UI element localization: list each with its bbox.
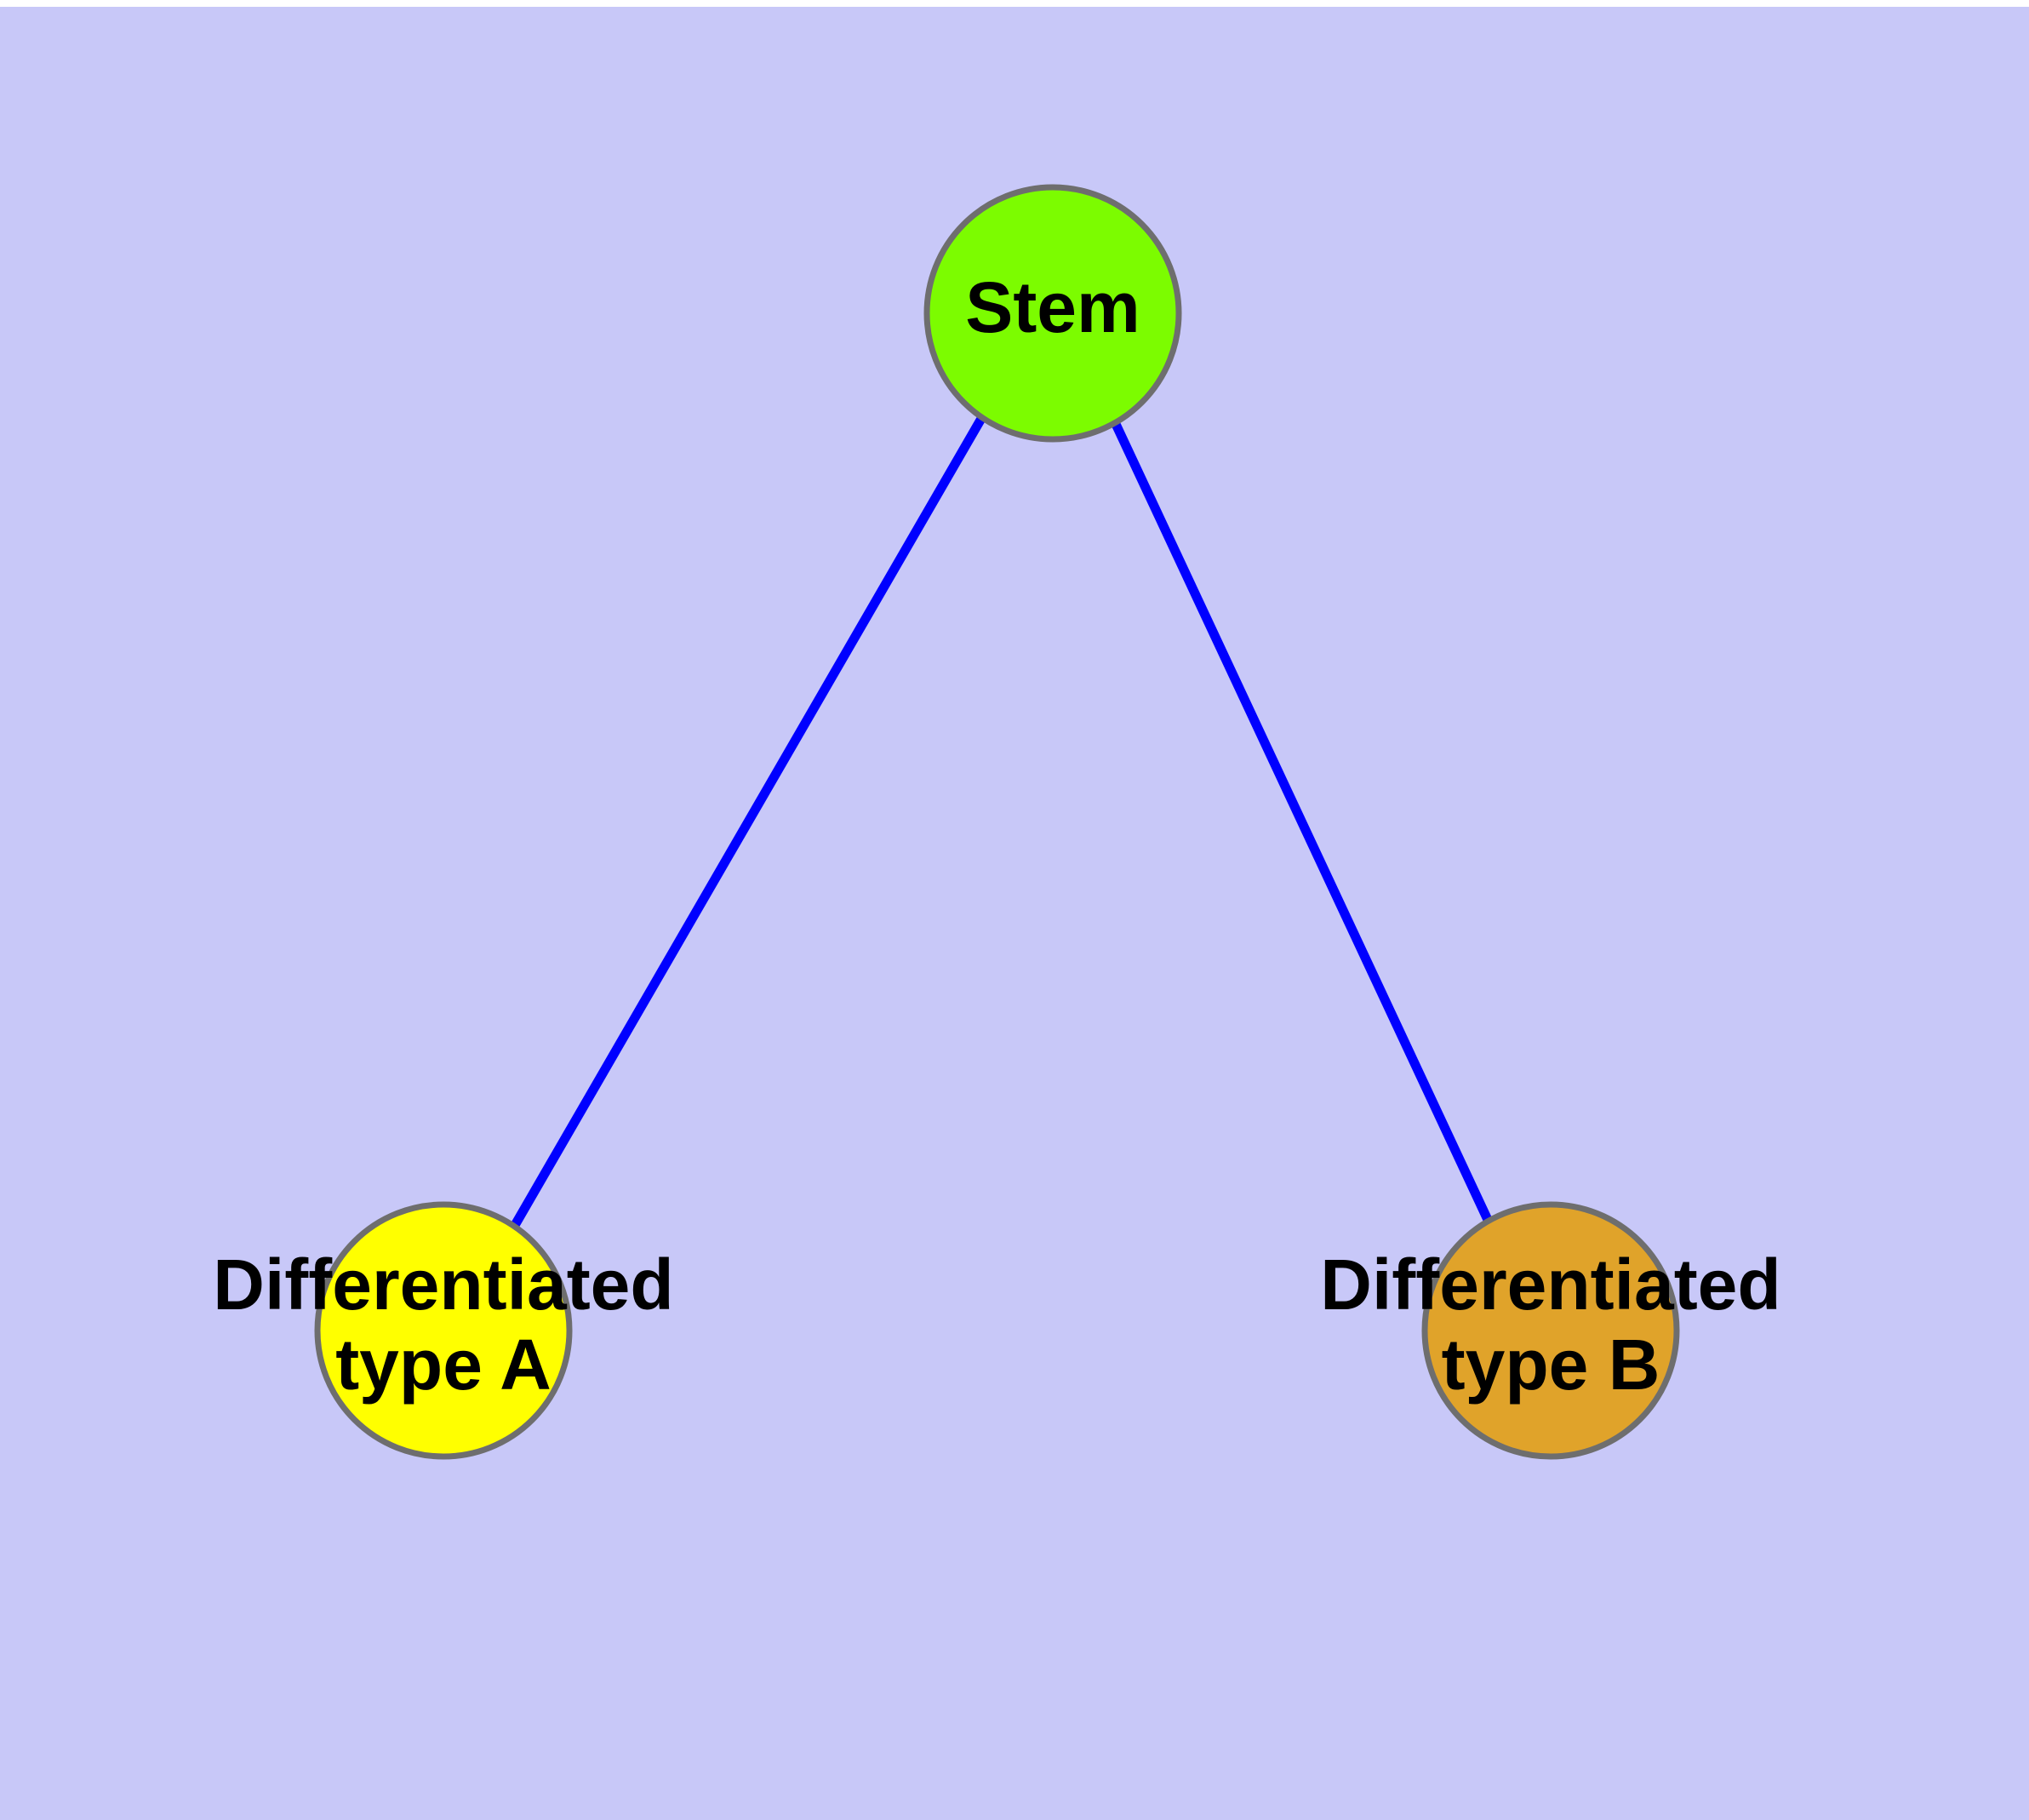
node-label-line: type B bbox=[1442, 1325, 1660, 1405]
node-circle-diff-a[interactable] bbox=[314, 1201, 573, 1460]
node-label-line: Differentiated bbox=[213, 1245, 673, 1325]
node-label-stem: Stem bbox=[965, 267, 1140, 347]
node-label-line: Differentiated bbox=[1320, 1245, 1780, 1325]
graph-edge-stem-to-diff-b[interactable] bbox=[1111, 420, 1493, 1224]
node-circle-diff-b[interactable] bbox=[1421, 1201, 1680, 1460]
node-label-line: Stem bbox=[965, 267, 1140, 347]
edge-layer bbox=[510, 415, 1493, 1229]
node-label-line: type A bbox=[335, 1325, 552, 1405]
graph-edge-stem-to-diff-a[interactable] bbox=[510, 415, 986, 1229]
graph-node-stem[interactable]: Stem bbox=[923, 184, 1182, 443]
node-circle-stem[interactable] bbox=[923, 184, 1182, 443]
